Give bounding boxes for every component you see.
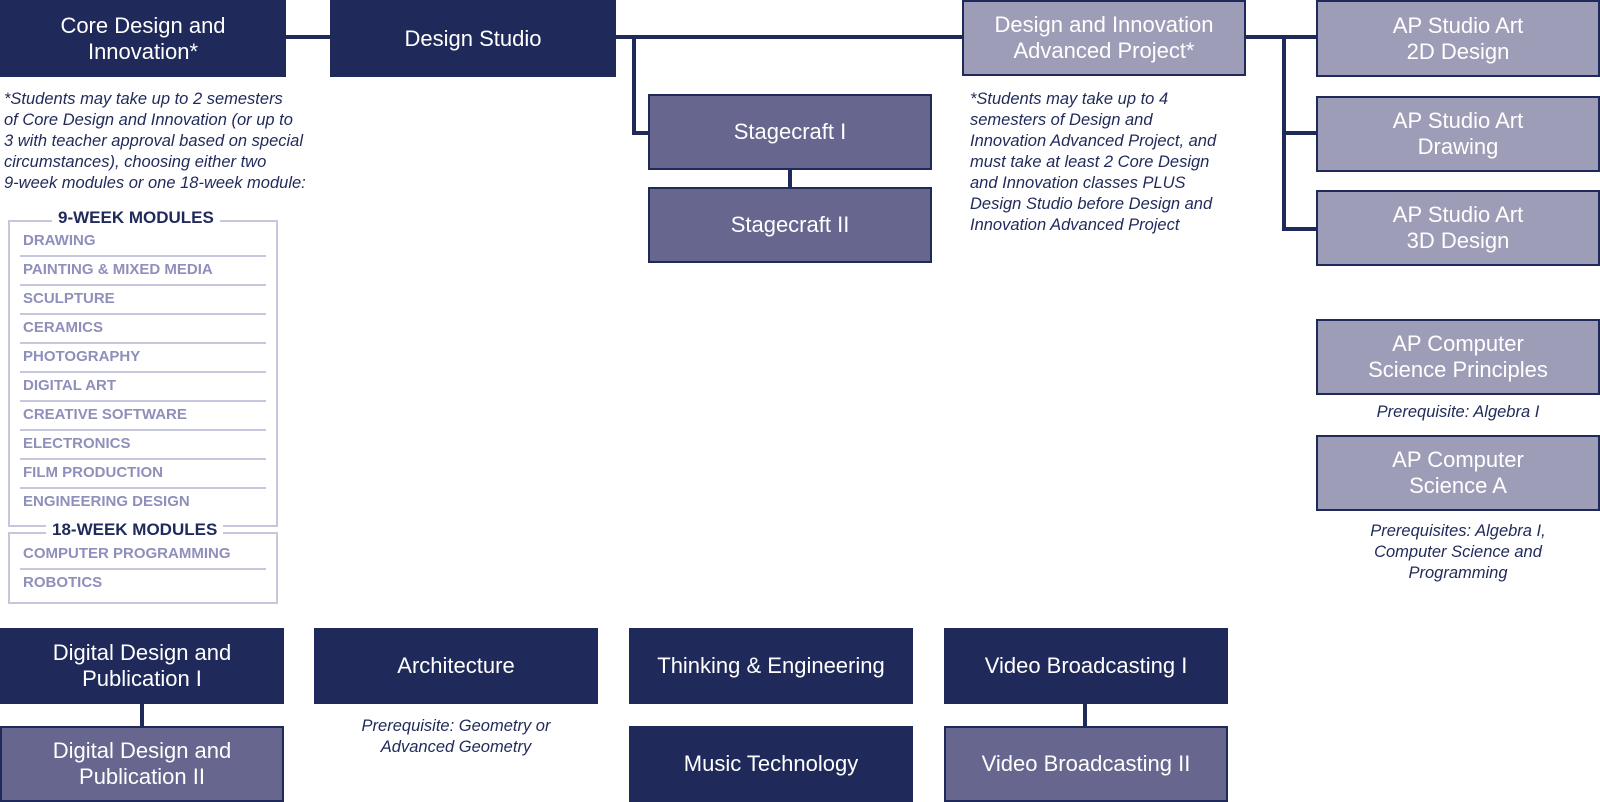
text-line: AP Studio Art bbox=[1392, 12, 1524, 38]
connector-studio-stagecraft-vertical bbox=[632, 35, 636, 135]
design-innovation-footnote: *Students may take up to 4 semesters of D… bbox=[970, 89, 1216, 236]
text-line: Drawing bbox=[1417, 134, 1499, 159]
text-line: Advanced Project* bbox=[1013, 38, 1195, 63]
text-line: 2D Design bbox=[1406, 38, 1510, 64]
text-line: and Innovation classes PLUS bbox=[970, 174, 1186, 192]
ap-csa-prerequisite: Prerequisites: Algebra I, Computer Scienc… bbox=[1316, 521, 1600, 584]
course-stagecraft-1: Stagecraft I bbox=[648, 94, 932, 170]
text-line: Publication II bbox=[79, 764, 205, 789]
text-line: Music Technology bbox=[683, 751, 859, 776]
connector-ddp-1-2 bbox=[140, 702, 144, 728]
text-line: 9-week modules or one 18-week module: bbox=[4, 174, 306, 192]
course-design-studio: Design Studio bbox=[330, 0, 616, 77]
text-line: Innovation Advanced Project, and bbox=[970, 132, 1217, 150]
text-line: Stagecraft II bbox=[730, 212, 850, 237]
module-item: CERAMICS bbox=[20, 315, 266, 344]
text-line: Design Studio bbox=[404, 25, 542, 51]
nine-week-modules-title: 9-WEEK MODULES bbox=[52, 208, 220, 228]
text-line: Video Broadcasting I bbox=[984, 653, 1188, 678]
text-line: Innovation* bbox=[87, 38, 199, 64]
text-line: Programming bbox=[1408, 564, 1508, 582]
text-line: AP Computer bbox=[1392, 447, 1524, 472]
text-line: 3D Design bbox=[1406, 228, 1510, 253]
module-item: FILM PRODUCTION bbox=[20, 460, 266, 489]
text-line: Thinking & Engineering bbox=[657, 653, 885, 678]
text-line: 3 with teacher approval based on special bbox=[4, 132, 304, 150]
connector-video-1-2 bbox=[1083, 702, 1087, 728]
module-item: PAINTING & MIXED MEDIA bbox=[20, 257, 266, 286]
text-line: Architecture bbox=[397, 653, 515, 678]
text-line: *Students may take up to 2 semesters bbox=[4, 90, 283, 108]
connector-stagecraft-1-2 bbox=[788, 168, 792, 189]
text-line: Science A bbox=[1409, 473, 1507, 498]
text-line: Science Principles bbox=[1368, 357, 1548, 382]
text-line: Prerequisite: Geometry or bbox=[361, 717, 551, 735]
course-video-broadcasting-1: Video Broadcasting I bbox=[944, 628, 1228, 704]
connector-dia-ap bbox=[1244, 35, 1318, 39]
text-line: Core Design and bbox=[60, 12, 226, 38]
module-item: CREATIVE SOFTWARE bbox=[20, 402, 266, 431]
eighteen-week-modules-list: COMPUTER PROGRAMMING ROBOTICS bbox=[20, 541, 266, 599]
text-line: Design and Innovation bbox=[994, 12, 1214, 37]
module-item: DRAWING bbox=[20, 228, 266, 257]
text-line: Innovation Advanced Project bbox=[970, 216, 1180, 234]
text-line: Publication I bbox=[82, 666, 202, 691]
module-item: ROBOTICS bbox=[23, 574, 103, 591]
module-item: DIGITAL ART bbox=[20, 373, 266, 402]
text-line: Design Studio before Design and bbox=[970, 195, 1213, 213]
module-item: ENGINEERING DESIGN bbox=[23, 493, 190, 510]
core-design-footnote: *Students may take up to 2 semesters of C… bbox=[4, 89, 306, 194]
text-line: *Students may take up to 4 bbox=[970, 90, 1169, 108]
text-line: Digital Design and bbox=[52, 640, 232, 665]
text-line: AP Studio Art bbox=[1392, 108, 1524, 133]
text-line: semesters of Design and bbox=[970, 111, 1153, 129]
module-item: PHOTOGRAPHY bbox=[20, 344, 266, 373]
course-music-technology: Music Technology bbox=[629, 726, 913, 802]
text-line: Computer Science and bbox=[1374, 543, 1542, 561]
text-line: AP Computer bbox=[1392, 331, 1524, 356]
text-line: of Core Design and Innovation (or up to bbox=[4, 111, 293, 129]
text-line: AP Studio Art bbox=[1392, 202, 1524, 227]
text-line: Prerequisites: Algebra I, bbox=[1370, 522, 1546, 540]
module-item: ELECTRONICS bbox=[20, 431, 266, 460]
connector-core-studio bbox=[284, 35, 332, 39]
course-architecture: Architecture bbox=[314, 628, 598, 704]
connector-ap-drawing bbox=[1282, 131, 1318, 135]
text-line: Video Broadcasting II bbox=[981, 751, 1191, 776]
ap-csp-prerequisite: Prerequisite: Algebra I bbox=[1316, 402, 1600, 423]
text-line: circumstances), choosing either two bbox=[4, 153, 267, 171]
module-item: COMPUTER PROGRAMMING bbox=[20, 541, 266, 570]
connector-ap-3d bbox=[1282, 227, 1318, 231]
text-line: Prerequisite: Algebra I bbox=[1376, 403, 1540, 421]
connector-studio-stagecraft-horizontal bbox=[632, 131, 650, 135]
connector-studio-dia bbox=[614, 35, 964, 39]
module-item: SCULPTURE bbox=[20, 286, 266, 315]
course-video-broadcasting-2: Video Broadcasting II bbox=[944, 726, 1228, 802]
course-thinking-and-engineering: Thinking & Engineering bbox=[629, 628, 913, 704]
architecture-prerequisite: Prerequisite: Geometry or Advanced Geomet… bbox=[314, 716, 598, 758]
text-line: Digital Design and bbox=[52, 738, 232, 763]
course-stagecraft-2: Stagecraft II bbox=[648, 187, 932, 263]
eighteen-week-modules-title: 18-WEEK MODULES bbox=[46, 520, 224, 540]
text-line: must take at least 2 Core Design bbox=[970, 153, 1210, 171]
text-line: Advanced Geometry bbox=[380, 738, 532, 756]
text-line: Stagecraft I bbox=[733, 119, 847, 144]
